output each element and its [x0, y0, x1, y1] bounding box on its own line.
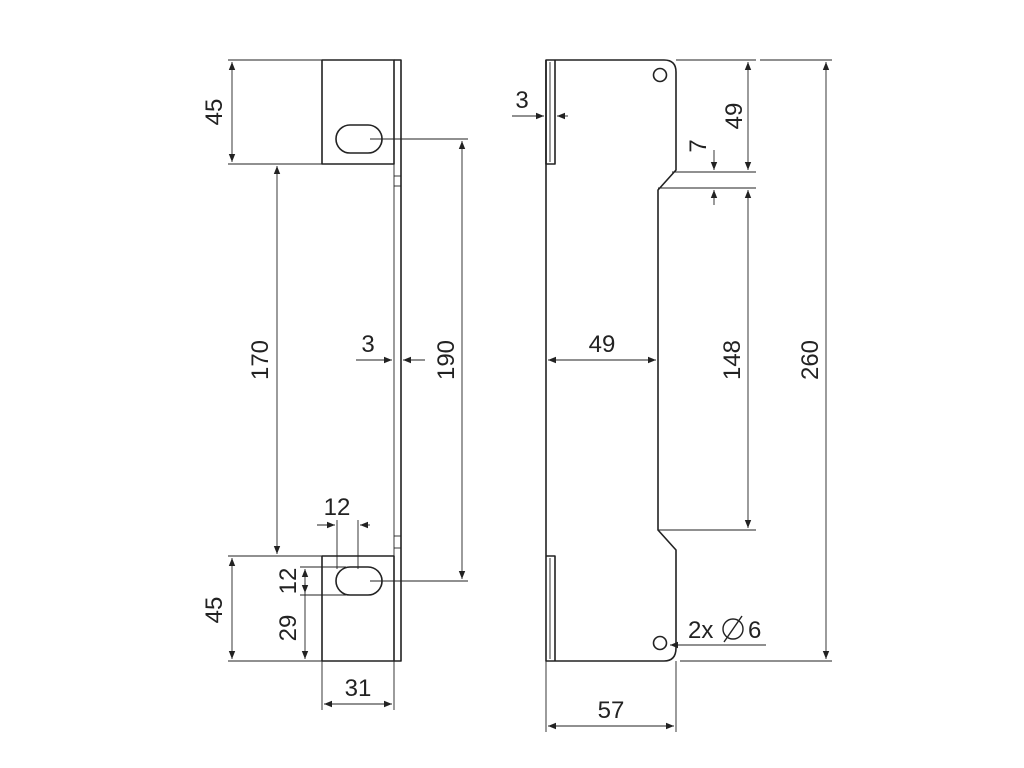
- dim-right-recess-height: 148: [719, 340, 746, 380]
- dim-hole-diameter: 6: [748, 617, 761, 644]
- left-bottom-tab: [321, 555, 395, 662]
- holes-count-label: 2x: [688, 617, 713, 644]
- dim-left-top-height: 45: [201, 99, 228, 126]
- right-bracket-view: [545, 59, 677, 662]
- dim-right-inner-width: 49: [589, 331, 616, 358]
- dim-left-bottom-height: 45: [201, 597, 228, 624]
- dim-left-thickness: 3: [361, 331, 374, 358]
- left-plate: [394, 59, 402, 662]
- dim-right-total-height: 260: [797, 340, 824, 380]
- dim-slot-offset: 29: [275, 615, 302, 642]
- left-top-tab: [321, 59, 395, 165]
- dim-right-top-to-notch: 49: [721, 103, 748, 130]
- bottom-hole: [652, 635, 668, 651]
- dim-slot-width: 12: [324, 494, 351, 521]
- left-bracket-view: [321, 59, 402, 662]
- diameter-icon: [722, 615, 744, 643]
- left-dimensions: 45 170 3 190 12 12 29 45: [201, 59, 468, 710]
- right-plate-outline: [545, 59, 677, 662]
- right-flange-bottom: [546, 555, 556, 661]
- dim-left-span: 170: [247, 340, 274, 380]
- right-dimensions: 3 49 7 148 260 49 57 2x: [512, 59, 832, 732]
- right-flange-top: [545, 60, 556, 165]
- dim-notch-depth: 7: [685, 139, 712, 152]
- dim-right-total-width: 57: [598, 697, 625, 724]
- top-hole: [652, 67, 668, 83]
- dim-right-thickness: 3: [515, 87, 528, 114]
- dim-slot-height: 12: [275, 568, 302, 595]
- dim-left-width: 31: [345, 675, 372, 702]
- dim-left-slot-span: 190: [433, 340, 460, 380]
